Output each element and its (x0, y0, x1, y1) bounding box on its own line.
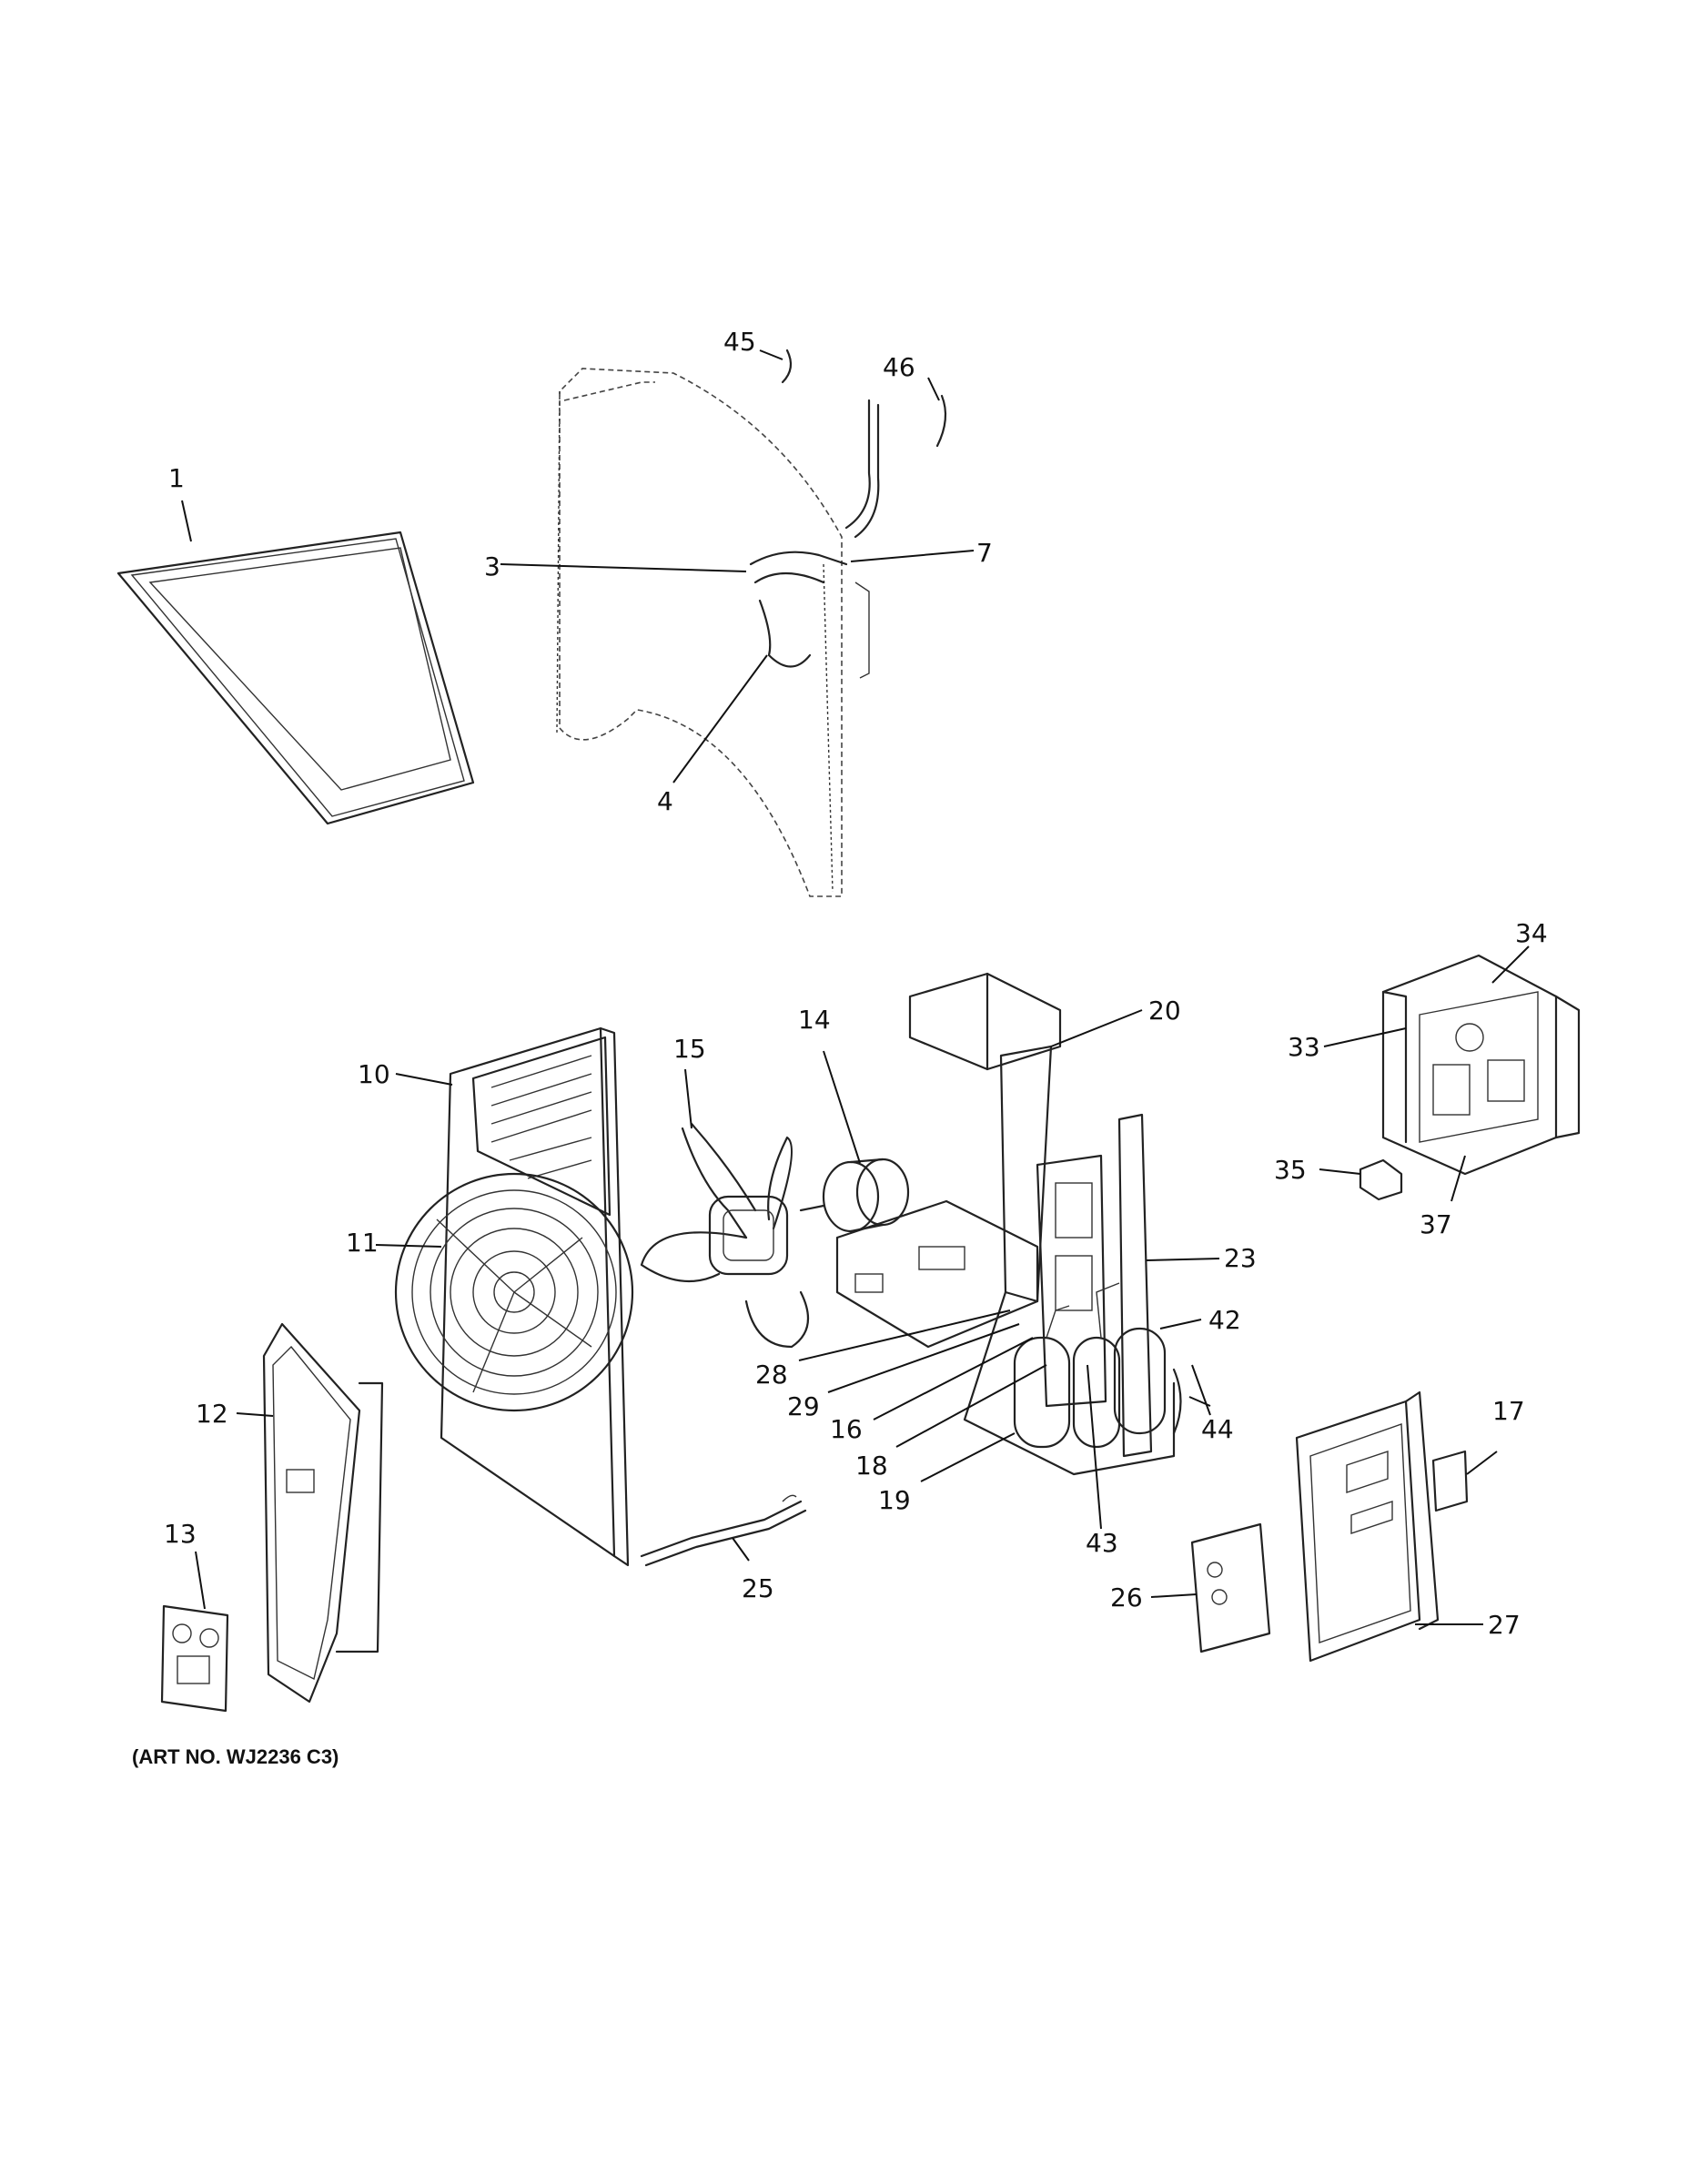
part-partition-panel (1036, 1113, 1153, 1458)
callout-20: 20 (1148, 996, 1181, 1026)
callout-11: 11 (346, 1228, 379, 1258)
part-fan-motor (799, 1158, 910, 1233)
callout-37: 37 (1420, 1209, 1452, 1239)
callout-46: 46 (883, 352, 915, 382)
part-condenser-coil (556, 368, 880, 897)
part-fan-blade (640, 1122, 810, 1349)
part-label-plate (1431, 1450, 1469, 1512)
callout-45: 45 (723, 327, 756, 357)
callout-23: 23 (1224, 1243, 1257, 1273)
part-front-panel (394, 1026, 634, 1567)
part-access-panel (1190, 1522, 1271, 1653)
part-base-pan (835, 972, 1176, 1476)
callout-10: 10 (358, 1059, 390, 1089)
callout-33: 33 (1288, 1032, 1320, 1062)
part-small-component (1359, 1158, 1403, 1201)
callout-numbers: 1 45 46 3 7 4 34 20 14 15 10 33 35 37 11… (164, 327, 1548, 1640)
callout-16: 16 (830, 1414, 863, 1444)
callout-7: 7 (976, 538, 993, 568)
callout-19: 19 (878, 1485, 911, 1515)
callout-42: 42 (1208, 1305, 1241, 1335)
callout-15: 15 (673, 1034, 706, 1064)
callout-29: 29 (787, 1391, 820, 1421)
part-valve-cover (160, 1604, 229, 1713)
callout-43: 43 (1086, 1528, 1118, 1558)
callout-26: 26 (1110, 1582, 1143, 1613)
part-control-box (1381, 954, 1581, 1176)
callout-17: 17 (1492, 1396, 1525, 1426)
callout-44: 44 (1201, 1414, 1234, 1444)
leader-lines (181, 349, 1530, 1625)
part-top-cover (116, 531, 475, 825)
part-compressor (1013, 1282, 1182, 1449)
callout-27: 27 (1488, 1610, 1521, 1640)
part-rear-panel (1295, 1390, 1440, 1663)
callout-25: 25 (742, 1573, 774, 1603)
callout-34: 34 (1515, 918, 1548, 948)
callout-14: 14 (798, 1005, 831, 1035)
callout-3: 3 (484, 551, 500, 581)
callout-18: 18 (855, 1451, 888, 1481)
part-side-panel (262, 1322, 384, 1704)
part-sensor-wires (781, 349, 947, 448)
callout-35: 35 (1274, 1155, 1307, 1185)
callout-28: 28 (755, 1360, 788, 1390)
callout-1: 1 (168, 463, 185, 493)
art-number-label: (ART NO. WJ2236 C3) (132, 1745, 339, 1768)
callout-13: 13 (164, 1519, 197, 1549)
callout-12: 12 (196, 1399, 228, 1429)
part-wire-harness (640, 1494, 807, 1567)
callout-4: 4 (657, 786, 673, 816)
